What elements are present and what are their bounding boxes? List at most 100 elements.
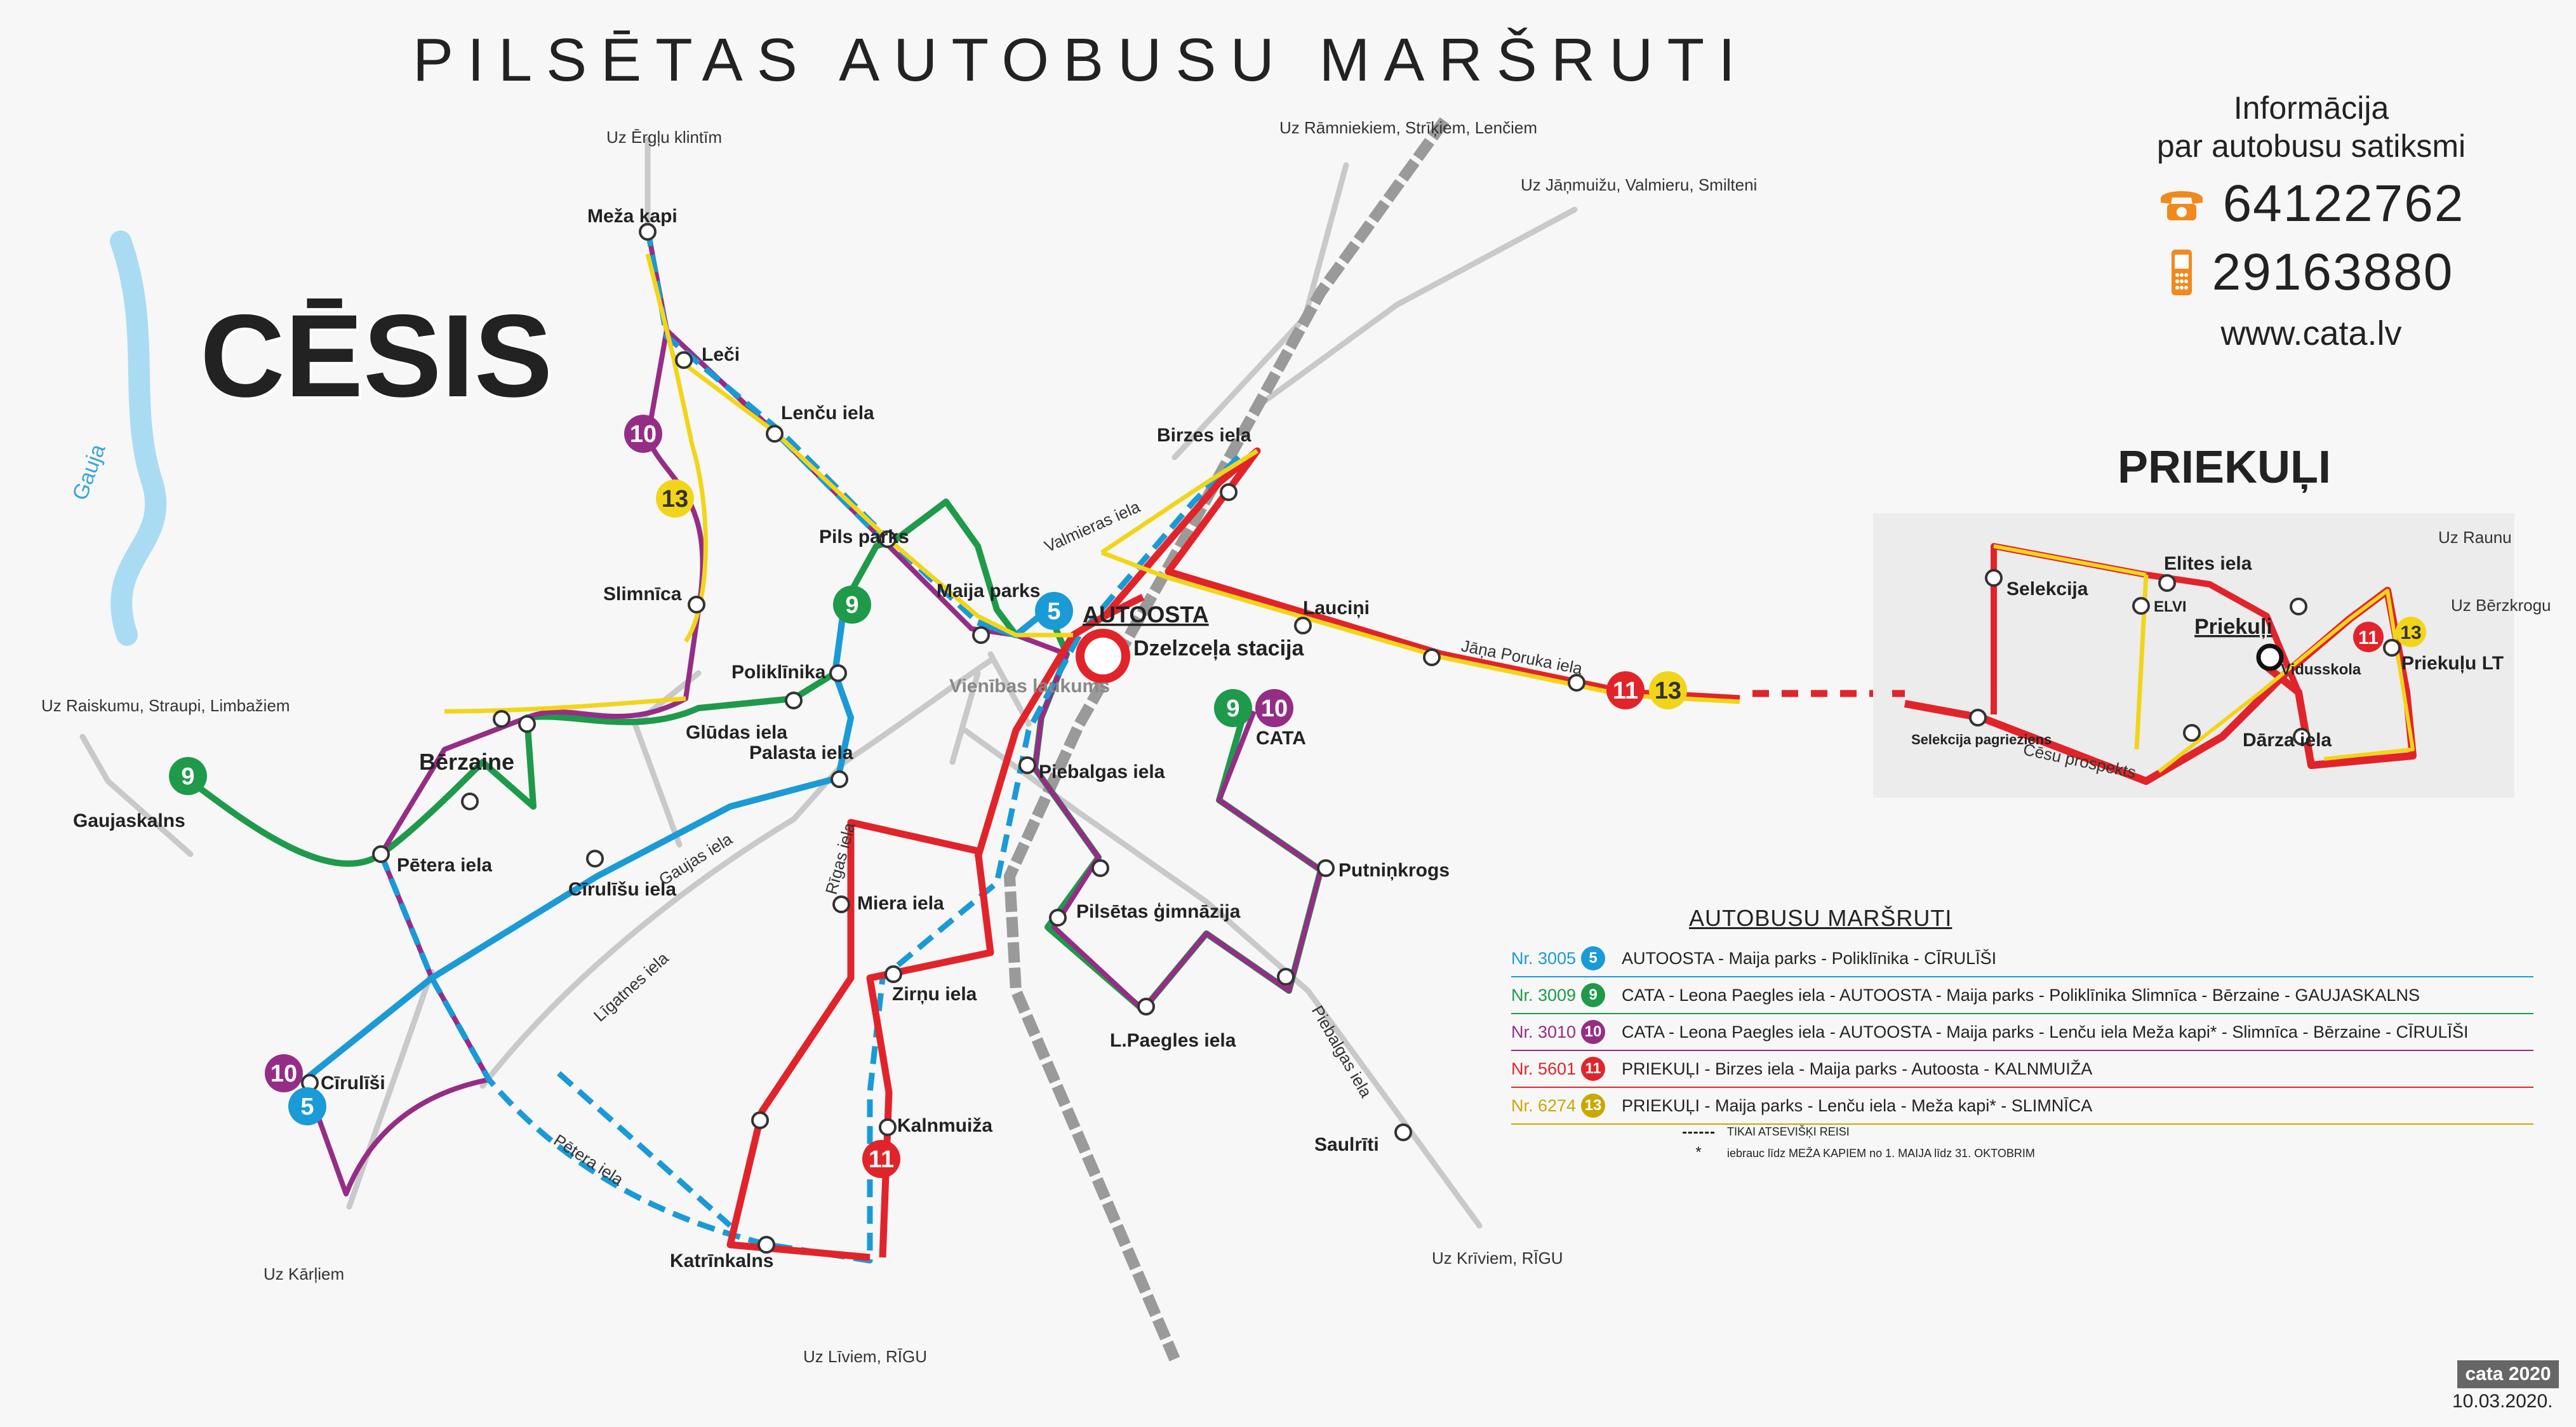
legend-route-badge: 5 (1581, 946, 1605, 970)
phone-mobile[interactable]: 29163880 (2212, 243, 2454, 301)
svg-text:9: 9 (1226, 695, 1239, 722)
stop-autoosta: AUTOOSTA (1083, 601, 1209, 627)
stop-katrinkalns: Katrīnkalns (670, 1250, 773, 1271)
svg-text:13: 13 (662, 486, 688, 513)
legend-route-description: AUTOOSTA - Maija parks - Poliklīnika - C… (1622, 948, 1997, 968)
dest-raiskumu: Uz Raiskumu, Straupi, Limbažiem (41, 696, 290, 715)
asterisk-icon: * (1695, 1144, 1702, 1161)
stop-birzes-iela: Birzes iela (1157, 425, 1251, 446)
stop-priekuli: Priekuļi (2194, 615, 2272, 639)
legend-route-number: Nr. 3009 (1511, 985, 1577, 1005)
legend-route-description: CATA - Leona Paegles iela - AUTOOSTA - M… (1622, 985, 2420, 1005)
stop-piebalgas-iela: Piebalgas iela (1039, 761, 1165, 782)
road-piebalgas-iela: Piebalgas iela (1308, 1002, 1376, 1101)
stop-miera-iela: Miera iela (857, 893, 944, 914)
stop-l-paegles-iela: L.Paegles iela (1110, 1030, 1236, 1051)
dest-liviem-rigu: Uz Līviem, RĪGU (803, 1347, 927, 1366)
svg-text:11: 11 (869, 1146, 894, 1173)
stop-cirulisi: Cīrulīši (321, 1073, 385, 1094)
svg-text:13: 13 (2400, 622, 2421, 643)
info-title: Informācija par autobusu satiksmi (2133, 89, 2489, 165)
svg-text:5: 5 (1047, 598, 1060, 625)
legend-route-number: Nr. 5601 (1511, 1059, 1577, 1078)
legend-route-badge: 9 (1581, 983, 1605, 1007)
svg-text:10: 10 (270, 1061, 297, 1087)
stop-petera-iela: Pētera iela (397, 855, 492, 876)
stop-markers (301, 223, 2401, 1254)
stop-gludas-iela: Glūdas iela (686, 722, 787, 743)
stop-saulriti: Saulrīti (1314, 1134, 1379, 1155)
mobile-row: 29163880 (2133, 243, 2489, 302)
stop-putninkrogs: Putniņkrogs (1338, 860, 1450, 881)
stop-pils-parks: Pils parks (819, 526, 909, 547)
svg-text:9: 9 (181, 763, 194, 790)
legend-route-number: Nr. 3005 (1511, 948, 1577, 968)
dest-kriviem-rigu: Uz Krīviem, RĪGU (1432, 1249, 1563, 1268)
stop-elvi: ELVI (2154, 598, 2187, 615)
stop-lencu-iela: Lenču iela (781, 403, 874, 424)
page-title: PILSĒTAS AUTOBUSU MARŠRUTI (413, 26, 1749, 94)
stop-cirulisu-iela: Cīrulīšu iela (568, 879, 676, 900)
note-dashed-row: TIKAI ATSEVIŠĶI REISI (1683, 1125, 2035, 1139)
note-star: iebrauc līdz MEŽA KAPIEM no 1. MAIJA līd… (1727, 1147, 2035, 1160)
stop-elites-iela: Elites iela (2164, 553, 2252, 574)
river-gauja (110, 231, 167, 646)
legend-route-badge: 13 (1581, 1094, 1605, 1118)
legend-heading: AUTOBUSU MARŠRUTI (1689, 905, 1952, 931)
river-label: Gauja (68, 441, 110, 503)
dest-ramniekiem: Uz Rāmniekiem, Strīķiem, Lenčiem (1279, 118, 1537, 137)
svg-text:10: 10 (1261, 695, 1288, 722)
stop-lucini: Lauciņi (1303, 598, 1370, 619)
legend-route-number: Nr. 3010 (1511, 1022, 1577, 1042)
route-9-path (188, 499, 1324, 1013)
stop-dzelzcela-stacija: Dzelzceļa stacija (1133, 636, 1304, 660)
note-dashed: TIKAI ATSEVIŠĶI REISI (1727, 1125, 1850, 1138)
legend-route-description: PRIEKUĻI - Maija parks - Lenču iela - Me… (1622, 1095, 2093, 1115)
stop-selekcija: Selekcija (2006, 579, 2088, 600)
svg-text:11: 11 (1613, 678, 1638, 704)
stop-meza-kapi: Meža kapi (587, 206, 677, 227)
stop-poliklinika: Poliklīnika (731, 662, 826, 683)
note-star-row: * iebrauc līdz MEŽA KAPIEM no 1. MAIJA lī… (1683, 1144, 2035, 1162)
stop-leci: Leči (702, 344, 740, 365)
legend-route-description: CATA - Leona Paegles iela - AUTOOSTA - M… (1622, 1022, 2469, 1042)
stop-kalnmuiza: Kalnmuiža (897, 1115, 992, 1136)
legend-route-description: PRIEKUĻI - Birzes iela - Maija parks - A… (1622, 1059, 2093, 1078)
route-badges-map: 10 13 9 5 9 10 5 11 9 10 11 13 11 13 (169, 415, 2426, 1178)
footer-date: 10.03.2020. (2452, 1391, 2553, 1412)
website-link[interactable]: www.cata.lv (2220, 314, 2402, 352)
stop-slimnica: Slimnīca (603, 584, 682, 605)
stop-darza-iela: Dārza iela (2243, 730, 2332, 751)
stop-palasta-iela: Palasta iela (749, 742, 853, 763)
road-valmieras-iela: Valmieras iela (1041, 497, 1143, 556)
svg-text:5: 5 (300, 1094, 314, 1120)
info-title-line1: Informācija (2233, 90, 2389, 126)
svg-text:13: 13 (1655, 678, 1681, 704)
stop-vidusskola: Vidusskola (2281, 661, 2361, 678)
stop-selekcija-pagrieziens: Selekcija pagrieziens (1911, 732, 2052, 747)
landline-row: 64122762 (2133, 174, 2489, 234)
stop-maija-parks: Maija parks (937, 580, 1040, 601)
mobile-phone-icon (2171, 250, 2192, 295)
svg-text:11: 11 (2358, 627, 2379, 648)
legend-notes: TIKAI ATSEVIŠĶI REISI * iebrauc līdz MEŽA… (1683, 1125, 2035, 1167)
telephone-icon (2160, 191, 2203, 220)
dashed-line-sample (1683, 1131, 1714, 1134)
priekuli-title: PRIEKUĻI (2118, 442, 2331, 493)
stop-priekulu-lt: Priekuļu LT (2401, 653, 2504, 674)
city-name: CĒSIS (200, 291, 553, 422)
legend-route-badge: 11 (1581, 1057, 1605, 1081)
info-title-line2: par autobusu satiksmi (2156, 128, 2466, 164)
phone-landline[interactable]: 64122762 (2222, 175, 2465, 232)
svg-text:10: 10 (630, 421, 657, 448)
route-11-path (726, 447, 1740, 1261)
cata-logo: cata 2020 (2457, 1360, 2559, 1388)
train-station-marker (1076, 629, 1130, 683)
railway (1003, 117, 1450, 1362)
